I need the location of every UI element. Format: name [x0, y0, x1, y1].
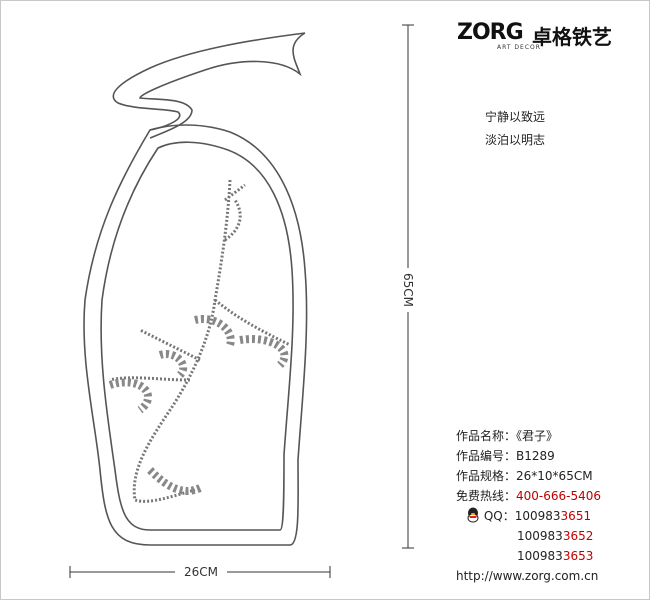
- brand-logo: ZORG ART DECOR 卓格铁艺: [457, 20, 612, 51]
- frame-inner-outline: [100, 141, 294, 531]
- info-code: 作品编号：B1289: [456, 449, 555, 463]
- leaf-cluster-sketch: [108, 315, 289, 495]
- info-name: 作品名称：《君子》: [456, 429, 559, 443]
- info-spec: 作品规格：26*10*65CM: [456, 469, 593, 483]
- poem-line: 宁静以致远: [485, 110, 546, 124]
- branch-sketch: [109, 179, 291, 503]
- qq-number[interactable]: 1009833651: [514, 509, 592, 523]
- height-dimension-label: 65CM: [398, 268, 418, 312]
- qq-number[interactable]: 1009833652: [517, 529, 594, 543]
- website-link[interactable]: http://www.zorg.com.cn: [456, 569, 599, 583]
- frame-outer-outline: [83, 124, 308, 546]
- qq-number[interactable]: 1009833653: [517, 549, 594, 563]
- info-qq: QQ：1009833651: [456, 506, 601, 526]
- bird-head-outline: [112, 32, 306, 139]
- product-info: 作品名称：《君子》 作品编号：B1289 作品规格：26*10*65CM 免费热…: [456, 426, 601, 586]
- poem-line: 淡泊以明志: [485, 133, 546, 147]
- info-hotline: 免费热线：400-666-5406: [456, 489, 602, 503]
- width-dimension-label: 26CM: [175, 564, 227, 580]
- qq-penguin-icon: [466, 507, 480, 523]
